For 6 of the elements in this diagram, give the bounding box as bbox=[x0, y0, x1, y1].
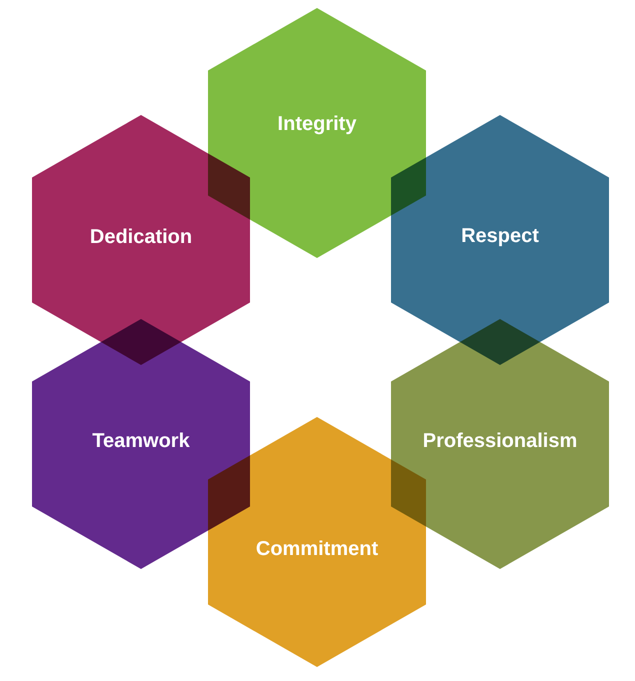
value-label: Respect bbox=[461, 224, 539, 248]
value-label: Teamwork bbox=[92, 429, 190, 453]
value-label: Integrity bbox=[278, 112, 356, 136]
value-label: Professionalism bbox=[422, 429, 578, 453]
value-label: Dedication bbox=[90, 225, 192, 249]
value-label: Commitment bbox=[256, 537, 378, 561]
